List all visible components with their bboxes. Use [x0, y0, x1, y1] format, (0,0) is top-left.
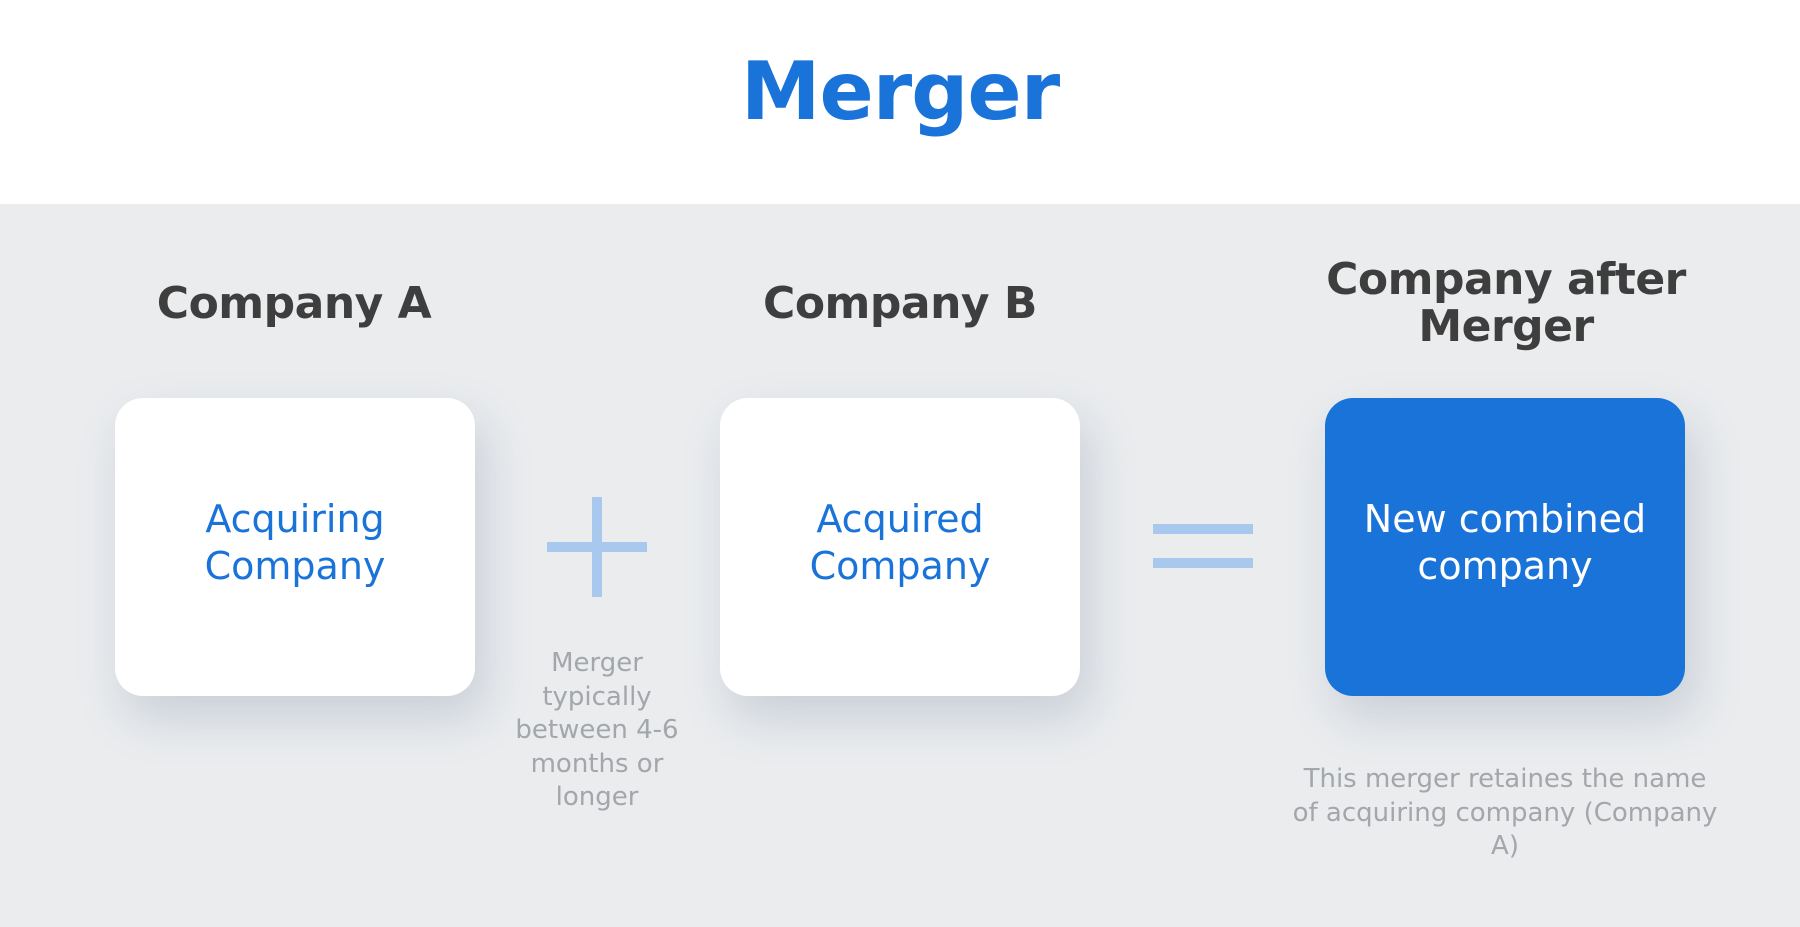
- page-title: Merger: [740, 45, 1060, 138]
- note-merger-duration: Merger typically between 4-6 months or l…: [515, 648, 679, 812]
- card-label-acquired: Acquired Company: [809, 497, 991, 588]
- card-label-acquiring: Acquiring Company: [204, 497, 386, 588]
- equals-icon: [1153, 524, 1253, 568]
- card-acquired-company: Acquired Company: [720, 398, 1080, 696]
- heading-company-a: Company A: [156, 278, 432, 329]
- card-acquiring-company: Acquiring Company: [115, 398, 475, 696]
- card-new-combined-company: New combined company: [1325, 398, 1685, 696]
- heading-company-after-merger: Company after Merger: [1326, 254, 1686, 352]
- card-label-combined: New combined company: [1363, 497, 1647, 588]
- note-merger-naming: This merger retaines the name of acquiri…: [1292, 764, 1718, 861]
- plus-icon: [547, 497, 647, 597]
- heading-company-b: Company B: [763, 278, 1037, 329]
- header: Merger: [0, 0, 1800, 204]
